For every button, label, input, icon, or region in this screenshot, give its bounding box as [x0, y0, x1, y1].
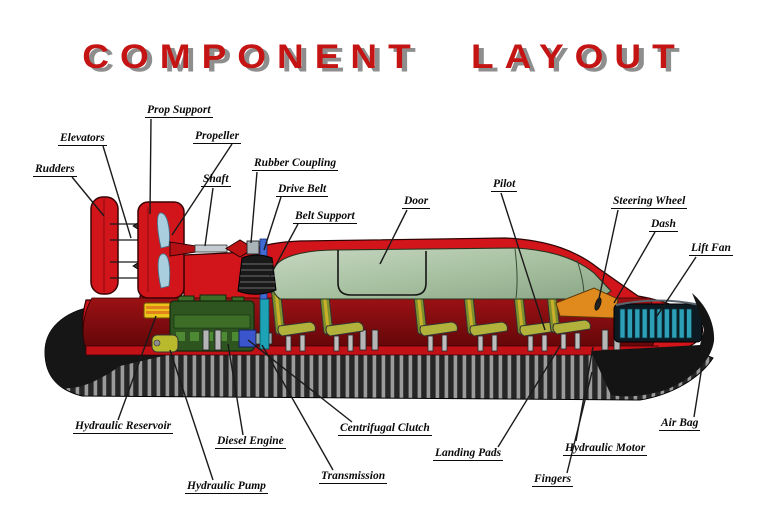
label-door: Door [402, 195, 431, 209]
label-hydraulic-pump: Hydraulic Pump [185, 480, 268, 494]
leader-line-rubber-coupling [250, 171, 258, 244]
leader-line-propeller [171, 143, 233, 236]
label-steering-wheel: Steering Wheel [611, 195, 688, 209]
leader-line-lift-fan [656, 256, 697, 317]
leader-line-prop-support [149, 118, 152, 215]
shaft-part [194, 244, 228, 253]
steering-wheel-part [594, 297, 602, 311]
prop-hub [169, 241, 197, 257]
label-diesel-engine: Diesel Engine [215, 435, 286, 449]
leader-line-air-bag [693, 359, 704, 418]
label-air-bag: Air Bag [659, 417, 701, 431]
leader-line-diesel-engine [227, 343, 244, 436]
diesel-engine-part [169, 294, 255, 352]
label-centrifugal-clutch: Centrifugal Clutch [338, 422, 432, 436]
label-prop-support: Prop Support [145, 104, 213, 118]
leader-line-landing-pads [497, 345, 561, 448]
propeller-part [157, 212, 171, 289]
hydraulic-pump-part [151, 334, 179, 353]
label-transmission: Transmission [319, 470, 388, 484]
lift-fan-drive-pipe [259, 298, 270, 350]
leader-line-belt-support [269, 223, 299, 277]
label-shaft: Shaft [201, 173, 231, 187]
label-drive-belt: Drive Belt [276, 183, 329, 197]
cabin-door [337, 250, 427, 296]
landing-pad [202, 329, 210, 351]
label-pilot: Pilot [491, 178, 518, 192]
leader-line-elevators [102, 145, 132, 239]
label-lift-fan: Lift Fan [689, 242, 733, 256]
leader-line-hydraulic-pump [169, 349, 214, 481]
leader-line-centrifugal-clutch [247, 339, 353, 423]
leader-line-drive-belt [263, 196, 282, 251]
bow-air-bag [591, 293, 715, 397]
landing-pad [214, 329, 222, 351]
hydraulic-reservoir-part [143, 302, 173, 319]
label-hydraulic-motor: Hydraulic Motor [563, 442, 648, 456]
label-rudders: Rudders [33, 163, 77, 177]
label-hydraulic-reservoir: Hydraulic Reservoir [73, 420, 174, 434]
page-title: COMPONENT LAYOUT [82, 37, 686, 76]
label-propeller: Propeller [193, 130, 242, 144]
leader-line-hydraulic-motor [575, 346, 594, 442]
landing-pad [371, 329, 379, 351]
label-dash: Dash [649, 218, 678, 232]
leader-line-hydraulic-reservoir [117, 315, 157, 421]
landing-pad [359, 329, 367, 351]
label-fingers: Fingers [532, 473, 574, 487]
leader-line-door [379, 209, 408, 265]
leader-line-transmission [261, 344, 334, 471]
leader-line-dash [613, 231, 656, 304]
label-rubber-coupling: Rubber Coupling [252, 157, 339, 171]
leader-line-rudders [71, 176, 105, 217]
lift-fan-part [613, 299, 703, 343]
belt-support-part [237, 254, 277, 295]
rubber-coupling-part [246, 240, 260, 255]
label-belt-support: Belt Support [293, 210, 357, 224]
label-landing-pads: Landing Pads [433, 447, 504, 461]
landing-pad [601, 329, 609, 351]
label-elevators: Elevators [58, 132, 107, 146]
rudder-part [90, 196, 119, 295]
leader-line-shaft [204, 187, 214, 247]
leader-line-steering-wheel [597, 209, 619, 304]
cabin-windows [270, 247, 612, 300]
leader-line-pilot [500, 192, 546, 331]
